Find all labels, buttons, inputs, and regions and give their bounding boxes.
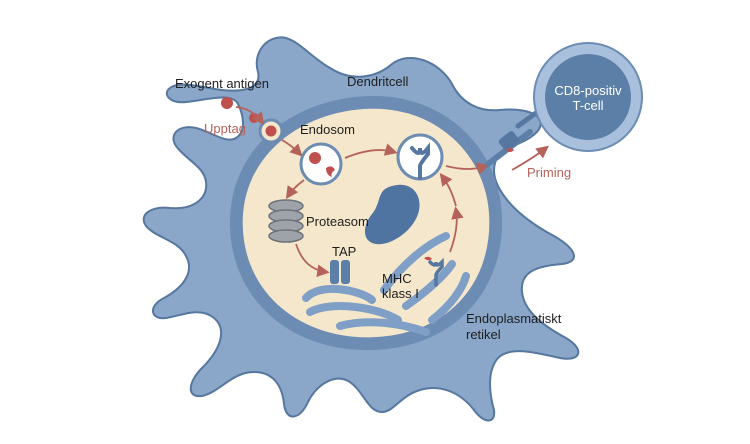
label-mhc-line2: klass I — [382, 286, 419, 301]
label-uptake: Upptag — [204, 121, 246, 136]
label-proteasome: Proteasom — [306, 214, 369, 229]
nucleus — [364, 184, 420, 245]
label-endosome: Endosom — [300, 122, 355, 137]
arrow-uptake-to-endosome — [281, 139, 303, 157]
label-t-cell-line2: T-cell — [572, 98, 603, 113]
label-er-line1: Endoplasmatiskt — [466, 311, 562, 326]
endoplasmic-reticulum — [302, 232, 470, 336]
endosome — [299, 142, 343, 186]
arrow-proteasome-to-tap — [295, 243, 330, 277]
er-mhc-peptide — [424, 256, 432, 261]
label-dendritic-cell: Dendritcell — [347, 74, 409, 89]
arrow-er-to-vesicle — [439, 172, 457, 207]
label-exogenous-antigen: Exogent antigen — [175, 76, 269, 91]
label-mhc-line1: MHC — [382, 271, 412, 286]
arrow-endosome-to-vesicle — [344, 143, 398, 159]
label-tap: TAP — [332, 244, 356, 259]
exogenous-antigen-particle — [221, 97, 233, 109]
vesicle-mhc-molecule — [410, 142, 430, 180]
proteasome — [268, 199, 304, 243]
arrow-er-to-surface — [449, 206, 464, 253]
priming-arrow — [511, 145, 549, 171]
arrow-vesicle-to-membrane — [445, 162, 490, 175]
endosome-antigen — [309, 152, 321, 164]
t-cell-nucleus — [545, 54, 631, 140]
label-er-line2: retikel — [466, 327, 501, 342]
er-mhc-class-i — [428, 257, 444, 287]
tap-transporter — [330, 260, 350, 284]
membrane-inner-edge — [229, 95, 503, 351]
label-t-cell-line1: CD8-positiv — [554, 83, 622, 98]
arrow-endosome-to-proteasome — [285, 179, 305, 200]
uptake-arrow — [235, 106, 265, 126]
internalized-antigen — [265, 125, 277, 137]
endosome-fragment — [326, 166, 335, 177]
label-priming: Priming — [527, 165, 571, 180]
